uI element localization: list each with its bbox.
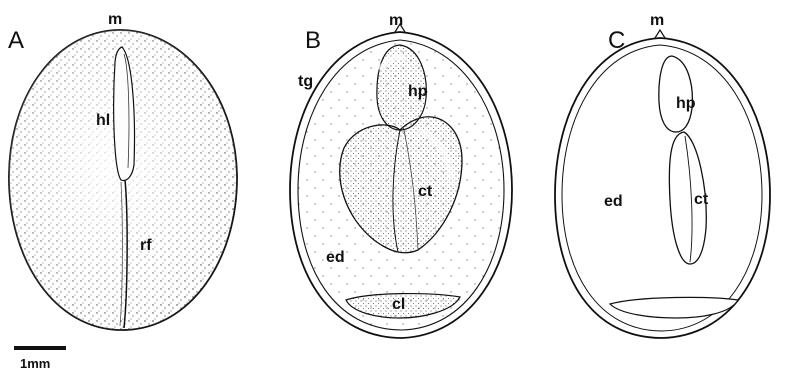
label-micropyle: m — [389, 12, 403, 29]
label-testa: tg — [298, 73, 313, 90]
label-cotyledon: ct — [694, 191, 709, 208]
label-cavity: cl — [392, 296, 405, 313]
panel-b: B m tg hp ct ed cl — [290, 12, 512, 338]
panel-a-letter: A — [8, 27, 24, 54]
label-endosperm: ed — [604, 193, 623, 210]
label-micropyle: m — [650, 12, 664, 29]
panel-a: A m hl rf 1mm — [8, 11, 237, 370]
panel-c: C m hp ct ed — [555, 12, 770, 338]
scale-bar-label: 1mm — [20, 356, 50, 370]
panel-b-letter: B — [305, 27, 321, 54]
label-raphe: rf — [140, 237, 152, 254]
label-hypocotyl: hp — [676, 95, 696, 112]
label-cotyledon: ct — [418, 183, 433, 200]
label-hilum: hl — [96, 112, 110, 129]
label-endosperm: ed — [326, 249, 345, 266]
label-hypocotyl: hp — [408, 83, 428, 100]
label-micropyle: m — [108, 11, 122, 28]
